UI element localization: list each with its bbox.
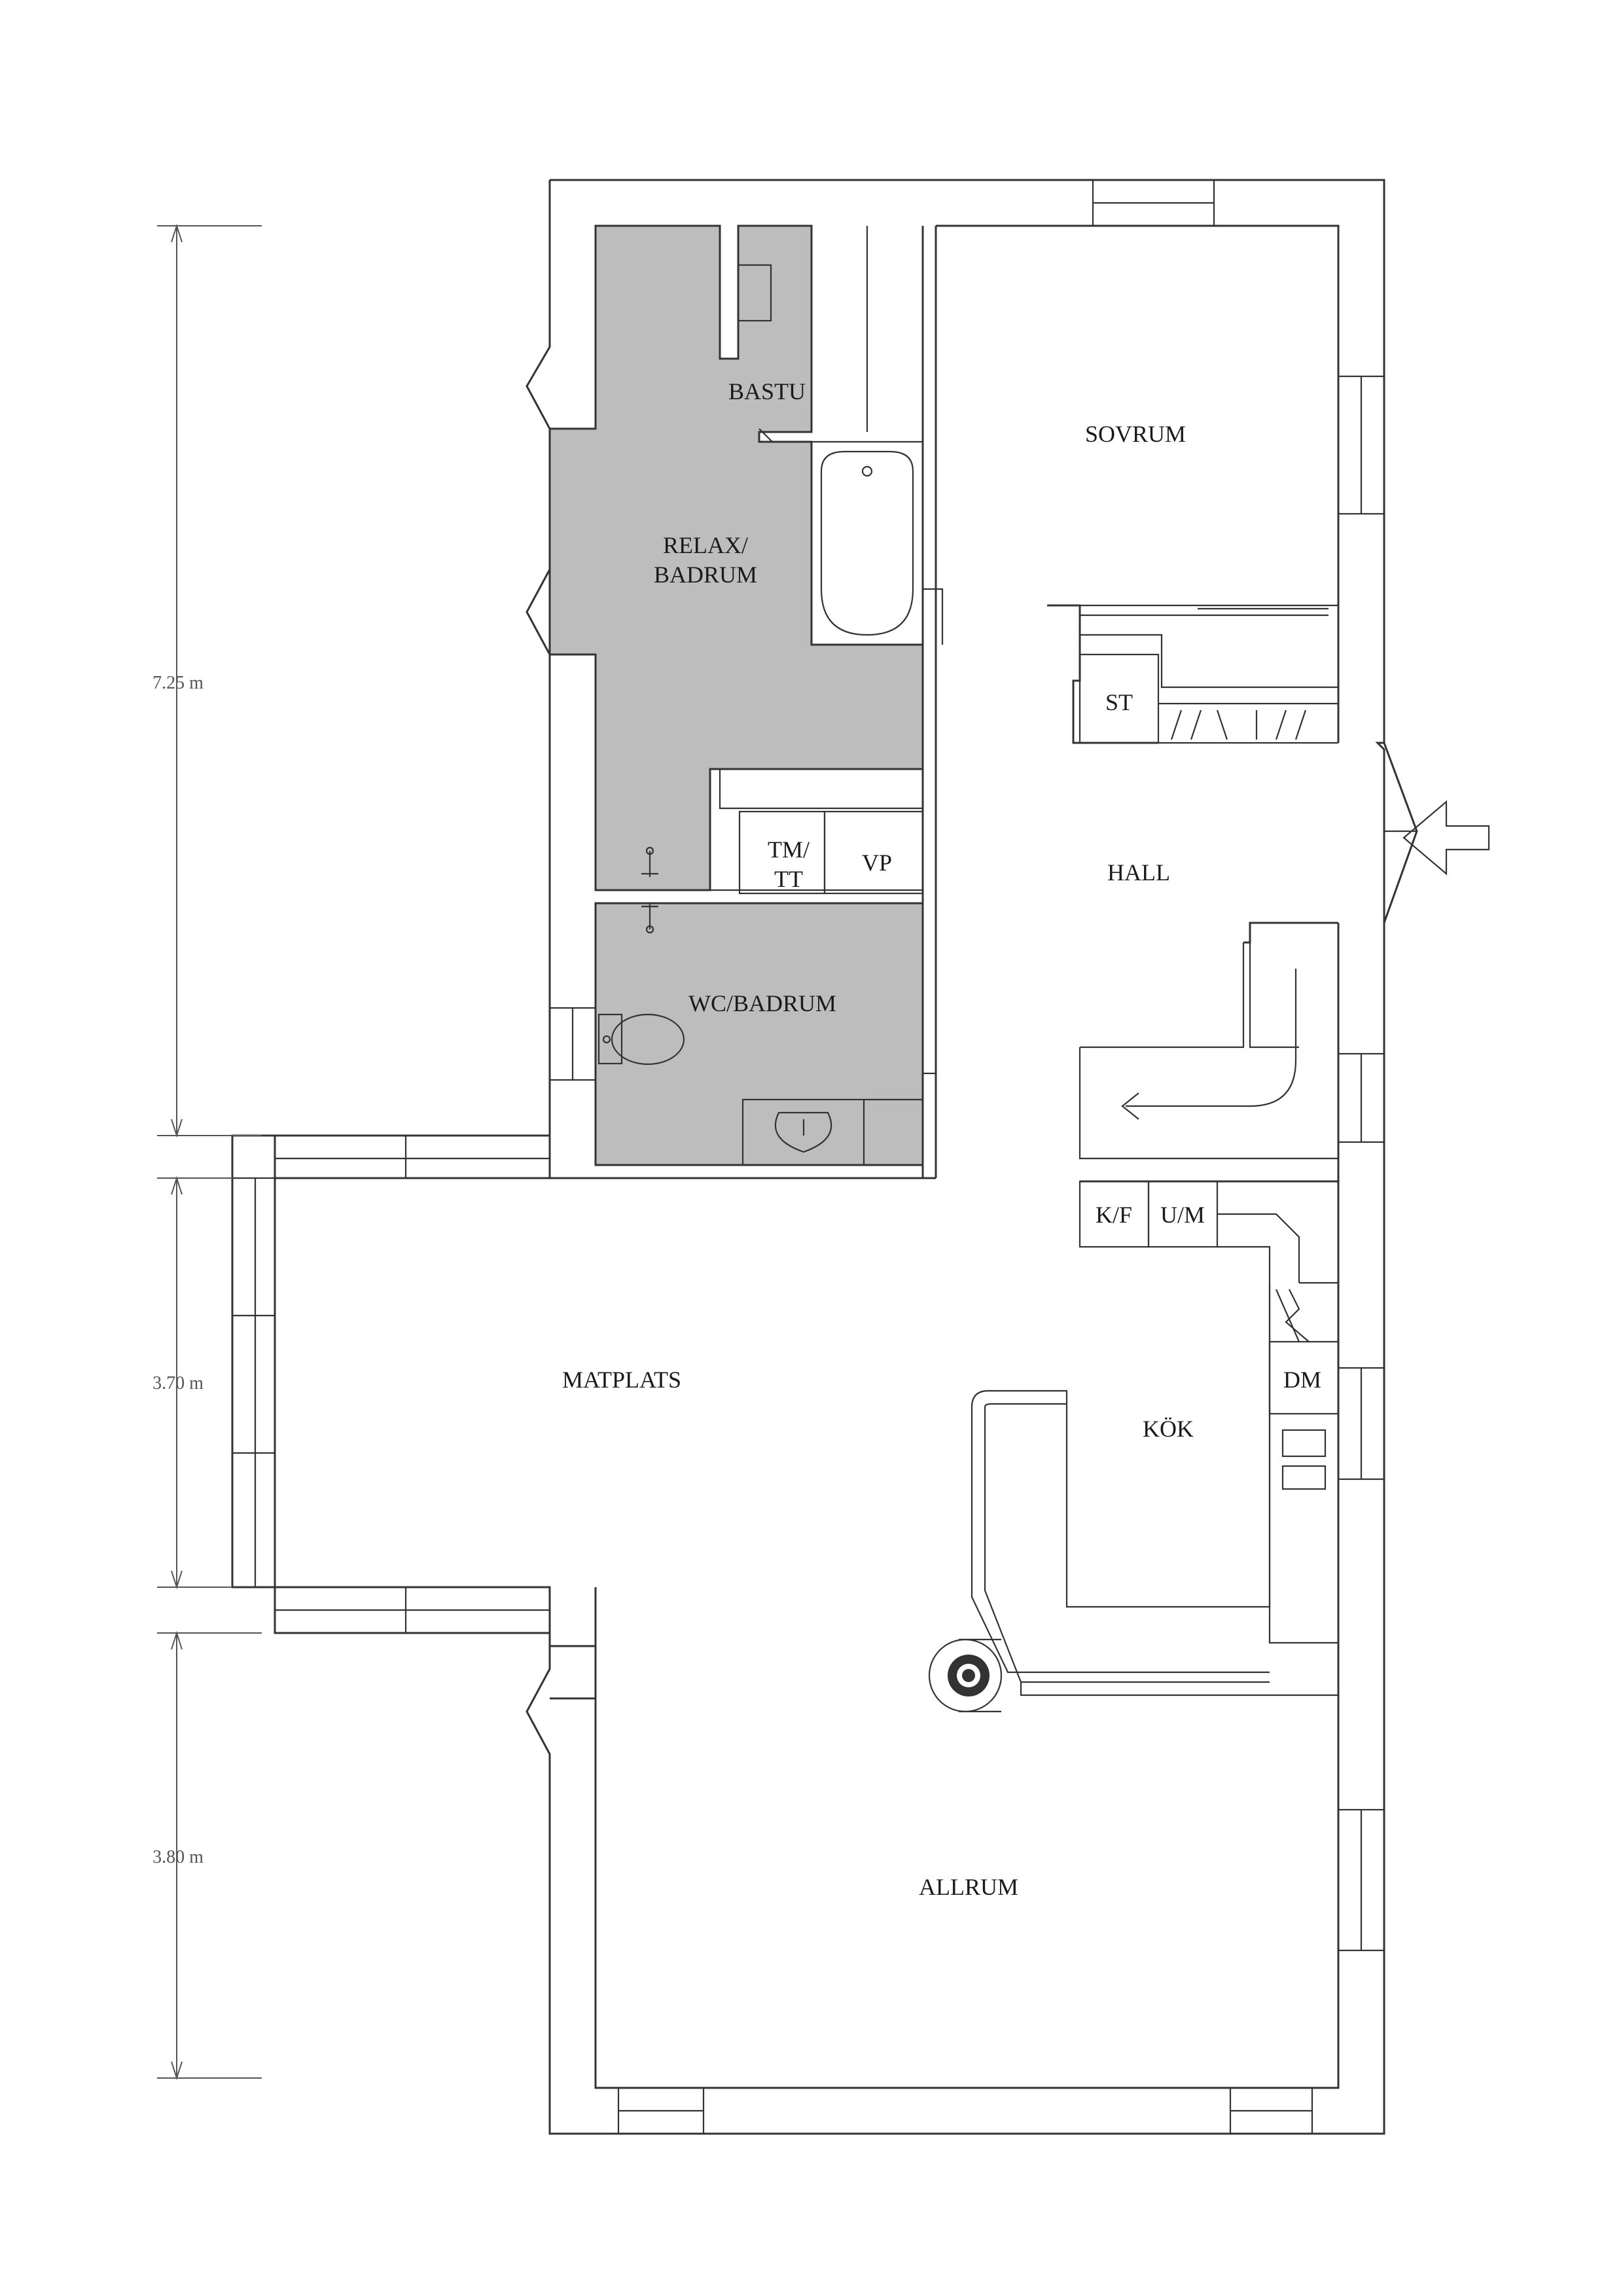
wardrobe-hangers	[1170, 709, 1307, 740]
label-wc-badrum: WC/BADRUM	[688, 990, 836, 1016]
window-icon	[275, 1136, 550, 1178]
entrance-arrow-icon	[1402, 800, 1490, 876]
mixer-tap-icon	[641, 903, 658, 934]
label-matplats: MATPLATS	[562, 1367, 681, 1393]
dimension-lines	[157, 223, 262, 2081]
window-icon	[1337, 375, 1385, 515]
label-um: U/M	[1160, 1202, 1205, 1228]
room-labels: BASTU RELAX/ BADRUM SOVRUM ST HALL TM/ T…	[562, 378, 1321, 1900]
label-kf: K/F	[1096, 1202, 1132, 1228]
window-icon	[1337, 1052, 1385, 1143]
label-sovrum: SOVRUM	[1085, 421, 1186, 447]
window-icon	[232, 1177, 275, 1588]
label-dm: DM	[1283, 1367, 1321, 1393]
windows	[232, 179, 1385, 2135]
label-kok: KÖK	[1143, 1416, 1194, 1442]
toilet-icon	[597, 1013, 685, 1066]
sink-icon	[741, 1098, 865, 1166]
dimension-label: 7.25 m	[152, 673, 204, 693]
label-st: ST	[1105, 689, 1133, 715]
window-icon	[275, 1587, 550, 1633]
window-icon	[1229, 2087, 1313, 2135]
label-tm-line2: TT	[774, 866, 803, 892]
window-icon	[548, 1007, 597, 1081]
label-hall: HALL	[1107, 859, 1170, 886]
window-icon	[1092, 179, 1215, 227]
label-allrum: ALLRUM	[919, 1874, 1018, 1900]
window-icon	[1337, 1367, 1385, 1480]
label-vp: VP	[862, 850, 892, 876]
label-bastu: BASTU	[728, 378, 806, 404]
wc-badrum-room	[594, 902, 924, 1166]
wet-rooms	[548, 224, 924, 1166]
doors	[1383, 742, 1418, 924]
window-icon	[1337, 1808, 1385, 1952]
stove-icon	[737, 264, 772, 322]
dimension-labels: 7.25 m 3.70 m 3.80 m	[152, 673, 204, 1867]
label-tm-line1: TM/	[768, 836, 810, 863]
label-relax-line1: RELAX/	[663, 532, 748, 558]
bathtub-icon	[810, 440, 924, 646]
interior-walls	[596, 226, 1340, 1713]
fireplace-icon	[928, 1638, 1003, 1713]
label-relax-line2: BADRUM	[654, 562, 757, 588]
dimension-label: 3.70 m	[152, 1373, 204, 1393]
mixer-tap-icon	[641, 846, 658, 877]
dimension-label: 3.80 m	[152, 1847, 204, 1867]
window-icon	[617, 2087, 705, 2135]
